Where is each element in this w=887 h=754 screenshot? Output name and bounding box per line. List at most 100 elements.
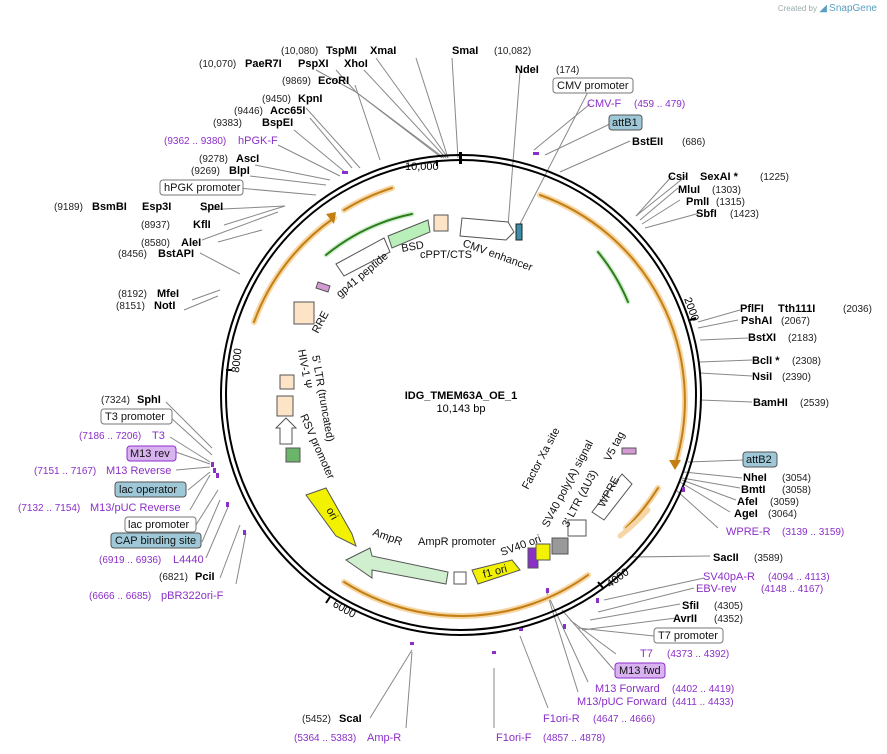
label-t7[interactable]: T7	[640, 648, 653, 660]
backbone	[220, 152, 702, 636]
rre-small-box	[315, 281, 331, 293]
label-m13puc-forward[interactable]: M13/pUC Forward	[577, 696, 667, 708]
label-bspei[interactable]: BspEI	[262, 117, 293, 129]
label-alei-pos: (8580)	[141, 238, 170, 249]
label-t3[interactable]: T3	[152, 430, 165, 442]
f1-ori-arrow	[471, 559, 521, 585]
label-asci[interactable]: AscI	[236, 153, 259, 165]
label-m13-rev[interactable]: M13 rev	[130, 448, 170, 460]
label-xmai[interactable]: XmaI	[370, 45, 396, 57]
label-ebv-rev-pos: (4148 .. 4167)	[761, 584, 823, 595]
label-kpni[interactable]: KpnI	[298, 93, 322, 105]
label-t7-promoter[interactable]: T7 promoter	[658, 630, 718, 642]
label-nhei[interactable]: NheI	[743, 472, 767, 484]
label-acc65i[interactable]: Acc65I	[270, 105, 305, 117]
label-sv40pa-r[interactable]: SV40pA-R	[703, 571, 755, 583]
label-agei-pos: (3064)	[768, 509, 797, 520]
label-spei[interactable]: SpeI	[200, 201, 223, 213]
label-l4440-pos: (6919 .. 6936)	[99, 555, 161, 566]
label-kfli-pos: (8937)	[141, 220, 170, 231]
label-alei[interactable]: AleI	[181, 237, 201, 249]
label-m13-reverse[interactable]: M13 Reverse	[106, 465, 171, 477]
rre-box	[293, 301, 315, 325]
label-agei[interactable]: AgeI	[734, 508, 758, 520]
label-hpgkf-pos: (9362 .. 9380)	[164, 136, 226, 147]
label-lac-promoter[interactable]: lac promoter	[128, 519, 189, 531]
label-smai[interactable]: SmaI	[452, 45, 478, 57]
label-bamhi[interactable]: BamHI	[753, 397, 788, 409]
label-hpgkf[interactable]: hPGK-F	[238, 135, 278, 147]
label-bsmbi[interactable]: BsmBI	[92, 201, 127, 213]
label-ecori[interactable]: EcoRI	[318, 75, 349, 87]
label-wpre-r[interactable]: WPRE-R	[726, 526, 771, 538]
ampr-arrow	[345, 547, 449, 585]
label-ebv-rev[interactable]: EBV-rev	[696, 583, 737, 595]
label-f1ori-f-pos: (4857 .. 4878)	[543, 733, 605, 744]
label-bstxi[interactable]: BstXI	[748, 332, 776, 344]
label-sexai[interactable]: SexAI *	[700, 171, 739, 183]
primer-marks	[211, 152, 685, 654]
label-pbr322-pos: (6666 .. 6685)	[89, 591, 151, 602]
wpre-arrow	[591, 473, 633, 521]
label-ampr-primer[interactable]: Amp-R	[367, 732, 401, 744]
label-blpi[interactable]: BlpI	[229, 165, 250, 177]
label-csii[interactable]: CsiI	[668, 171, 688, 183]
label-f1ori-r[interactable]: F1ori-R	[543, 713, 580, 725]
label-esp3i[interactable]: Esp3I	[142, 201, 171, 213]
label-bsteii[interactable]: BstEII	[632, 136, 663, 148]
label-bcli[interactable]: BclI *	[752, 355, 780, 367]
ltr-box	[276, 395, 294, 417]
attb1-mark	[515, 223, 523, 241]
label-lac-operator[interactable]: lac operator	[119, 484, 177, 496]
label-paer7i[interactable]: PaeR7I	[245, 58, 282, 70]
label-kfli[interactable]: KflI	[193, 219, 211, 231]
tick-4000: 4000	[605, 566, 632, 590]
ori-arrow	[305, 487, 357, 547]
label-pshai[interactable]: PshAI	[741, 315, 772, 327]
label-bstapi[interactable]: BstAPI	[158, 248, 194, 260]
label-tth111i[interactable]: Tth111I	[778, 303, 815, 315]
plasmid-size: 10,143 bp	[437, 403, 486, 415]
label-l4440[interactable]: L4440	[173, 554, 204, 566]
label-afei[interactable]: AfeI	[737, 496, 758, 508]
cmv-enhancer-arrow	[459, 217, 515, 241]
label-xhoi[interactable]: XhoI	[344, 58, 368, 70]
label-pflfi[interactable]: PflFI	[740, 303, 764, 315]
label-m13-fwd[interactable]: M13 fwd	[619, 665, 661, 677]
label-t3-promoter[interactable]: T3 promoter	[105, 411, 165, 423]
label-hpgk-promoter[interactable]: hPGK promoter	[164, 182, 241, 194]
label-pcii[interactable]: PciI	[195, 571, 215, 583]
feature-v5-tag: V5 tag	[602, 430, 628, 464]
label-mfei[interactable]: MfeI	[157, 288, 179, 300]
label-avrii[interactable]: AvrII	[673, 613, 697, 625]
label-pmli[interactable]: PmlI	[686, 196, 709, 208]
label-pbr322[interactable]: pBR322ori-F	[161, 590, 224, 602]
label-bsmbi-pos: (9189)	[54, 202, 83, 213]
label-cap-site[interactable]: CAP binding site	[115, 535, 196, 547]
label-nsii[interactable]: NsiI	[752, 371, 772, 383]
label-cmvf[interactable]: CMV-F	[587, 98, 622, 110]
label-sacii[interactable]: SacII	[713, 552, 739, 564]
label-noti[interactable]: NotI	[154, 300, 175, 312]
label-scai[interactable]: ScaI	[339, 713, 362, 725]
label-pspxi[interactable]: PspXI	[298, 58, 329, 70]
label-m13-forward[interactable]: M13 Forward	[595, 683, 660, 695]
label-tspmi[interactable]: TspMI	[326, 45, 357, 57]
label-cmvf-pos: (459 .. 479)	[634, 99, 685, 110]
label-sbfi[interactable]: SbfI	[696, 208, 717, 220]
label-nhei-pos: (3054)	[782, 473, 811, 484]
label-m13-reverse-pos: (7151 .. 7167)	[34, 466, 96, 477]
label-ndei[interactable]: NdeI	[515, 64, 539, 76]
label-m13puc-reverse[interactable]: M13/pUC Reverse	[90, 502, 180, 514]
label-acc65i-pos: (9446)	[234, 106, 263, 117]
label-cmv-promoter[interactable]: CMV promoter	[557, 80, 629, 92]
label-attb2[interactable]: attB2	[746, 454, 772, 466]
label-attb1[interactable]: attB1	[612, 117, 638, 129]
label-bmti[interactable]: BmtI	[741, 484, 765, 496]
label-f1ori-f[interactable]: F1ori-F	[496, 732, 532, 744]
label-csii-pos: (1225)	[760, 172, 789, 183]
site-labels[interactable]: (10,080) TspMI XmaI SmaI (10,082) (10,07…	[18, 45, 872, 744]
label-sphi[interactable]: SphI	[137, 394, 161, 406]
label-sfii[interactable]: SfiI	[682, 600, 699, 612]
label-mlui[interactable]: MluI	[678, 184, 700, 196]
